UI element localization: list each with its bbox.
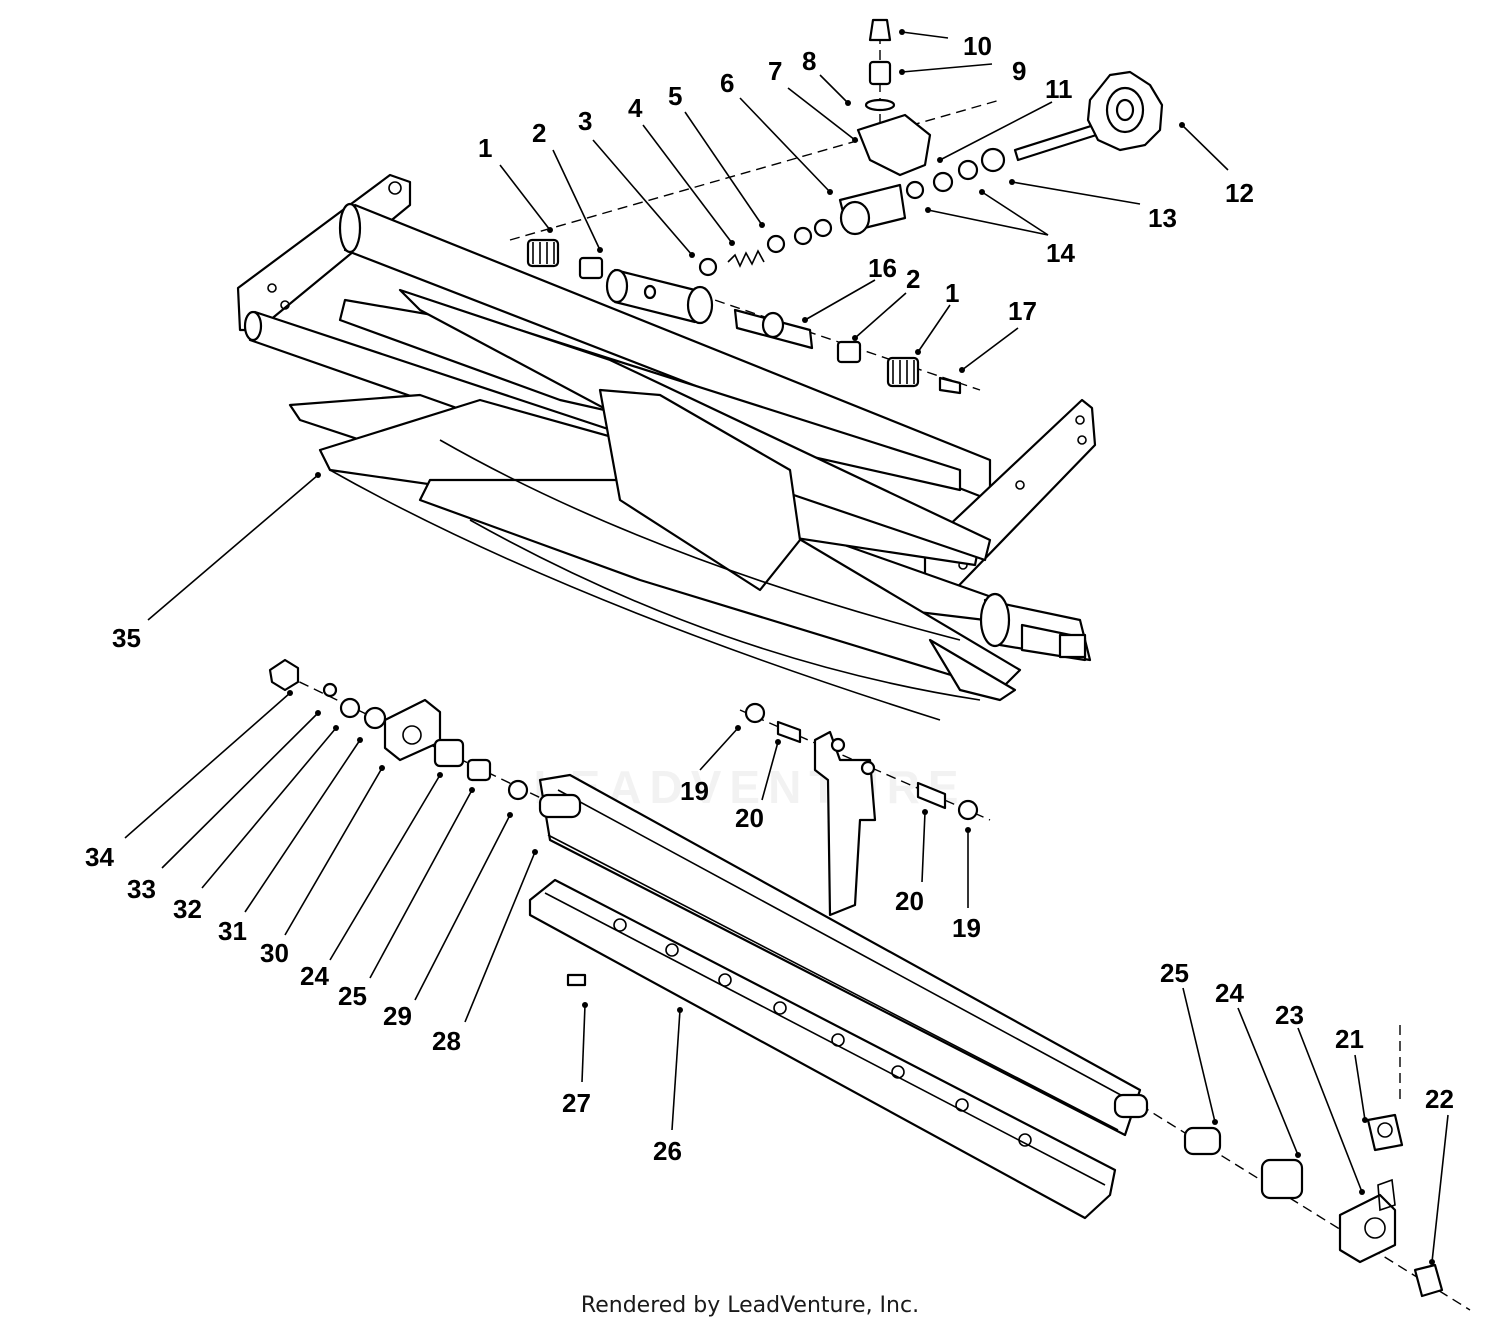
nut-11b xyxy=(932,171,954,193)
callout-19b: 19 xyxy=(952,913,981,943)
fitting-9 xyxy=(868,60,892,86)
grease-fitting-10 xyxy=(868,18,892,42)
washer-14b xyxy=(980,147,1006,173)
callout-29: 29 xyxy=(383,1001,412,1031)
bearing-1b xyxy=(886,356,920,388)
callout-13: 13 xyxy=(1148,203,1177,233)
callout-9: 9 xyxy=(1012,56,1026,86)
bearing-1a xyxy=(526,238,560,268)
callout-2: 2 xyxy=(532,118,546,148)
callout-34: 34 xyxy=(85,842,114,872)
callout-27: 27 xyxy=(562,1088,591,1118)
screw-27 xyxy=(566,973,587,987)
callout-14: 14 xyxy=(1046,238,1075,268)
callout-1: 1 xyxy=(478,133,492,163)
callout-19a: 19 xyxy=(680,776,709,806)
screw-20b xyxy=(916,781,947,810)
footer-credit: Rendered by LeadVenture, Inc. xyxy=(580,1293,920,1318)
left-bearing-hardware xyxy=(268,658,529,801)
callout-28: 28 xyxy=(432,1026,461,1056)
bushing-2b xyxy=(836,340,862,364)
callout-33: 33 xyxy=(127,874,156,904)
callout-6: 6 xyxy=(720,68,734,98)
callout-8: 8 xyxy=(802,46,816,76)
adjuster-knob-12 xyxy=(1013,70,1164,162)
callout-5: 5 xyxy=(668,81,682,111)
top-hardware xyxy=(509,18,1164,395)
stud-16 xyxy=(733,308,814,350)
spring-5 xyxy=(727,249,765,268)
screw-20a xyxy=(776,720,802,744)
callout-3: 3 xyxy=(578,106,592,136)
bushing-2a xyxy=(578,256,604,280)
callout-22: 22 xyxy=(1425,1084,1454,1114)
nut-11 xyxy=(905,180,925,200)
callout-17: 17 xyxy=(1008,296,1037,326)
callout-24b: 24 xyxy=(1215,978,1244,1008)
right-bearing-hardware xyxy=(1183,1113,1444,1298)
callout-23: 23 xyxy=(1275,1000,1304,1030)
callout-32: 32 xyxy=(173,894,202,924)
washer-14 xyxy=(957,159,979,181)
callout-2b: 2 xyxy=(906,264,920,294)
callout-11: 11 xyxy=(1045,74,1073,104)
leader-lines xyxy=(124,29,1449,1265)
bedknife-assembly xyxy=(268,658,1471,1311)
callout-20b: 20 xyxy=(895,886,924,916)
setscrew-17 xyxy=(938,376,962,395)
washer-8 xyxy=(864,98,896,112)
nut-19a xyxy=(744,702,766,724)
callout-25b: 25 xyxy=(1160,958,1189,988)
callout-35: 35 xyxy=(112,623,141,653)
callout-7: 7 xyxy=(768,56,782,86)
callout-20a: 20 xyxy=(735,803,764,833)
callout-10: 10 xyxy=(963,31,992,61)
bracket-7 xyxy=(856,113,932,177)
callout-labels: 1 2 3 4 5 6 7 8 9 10 11 12 13 14 16 2 1 … xyxy=(85,31,1454,1166)
nut-4 xyxy=(698,257,718,277)
callout-1b: 1 xyxy=(945,278,959,308)
callout-26: 26 xyxy=(653,1136,682,1166)
washer-5c xyxy=(813,218,833,238)
housing-6 xyxy=(838,183,907,236)
washer-5 xyxy=(766,234,786,254)
callout-16: 16 xyxy=(868,253,897,283)
callout-31: 31 xyxy=(218,916,247,946)
callout-30: 30 xyxy=(260,938,289,968)
callout-4: 4 xyxy=(628,93,643,123)
callout-12: 12 xyxy=(1225,178,1254,208)
callout-25a: 25 xyxy=(338,981,367,1011)
reel-blades xyxy=(288,288,1092,721)
nut-19b xyxy=(957,799,979,821)
washer-5b xyxy=(793,226,813,246)
tube-3 xyxy=(605,268,714,325)
callout-24a: 24 xyxy=(300,961,329,991)
callout-21: 21 xyxy=(1335,1024,1364,1054)
